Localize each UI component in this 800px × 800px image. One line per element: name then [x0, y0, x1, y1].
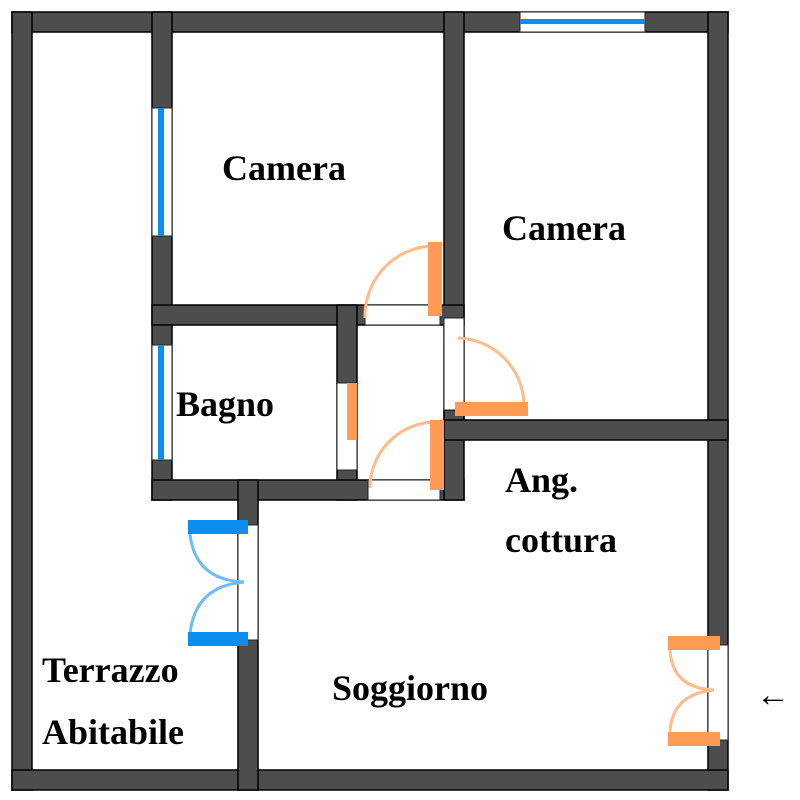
door-entrance[interactable] [668, 636, 720, 746]
door-camera1[interactable] [363, 242, 442, 319]
room-label-kitchen-1: Ang. [505, 460, 579, 500]
openings [151, 11, 729, 741]
window [520, 19, 645, 24]
room-label-camera1: Camera [222, 148, 346, 188]
door-terrace[interactable] [188, 520, 248, 646]
room-label-camera2: Camera [502, 208, 626, 248]
wall-left [11, 11, 33, 791]
room-label-terrace-1: Terrazzo [42, 650, 179, 690]
doors [188, 242, 720, 746]
room-label-soggiorno: Soggiorno [332, 668, 489, 708]
room-label-bagno: Bagno [176, 384, 275, 424]
room-label-terrace-2: Abitabile [42, 712, 185, 752]
wall-kitchen-top [443, 419, 729, 441]
room-label-kitchen-2: cottura [505, 520, 617, 560]
door-camera2[interactable] [455, 336, 528, 416]
window [158, 345, 164, 460]
wall-bottom [11, 769, 729, 791]
window [158, 108, 164, 236]
bath-sliding-door [347, 383, 357, 440]
door-corridor[interactable] [368, 420, 444, 490]
entrance-arrow-icon: ← [756, 677, 790, 714]
